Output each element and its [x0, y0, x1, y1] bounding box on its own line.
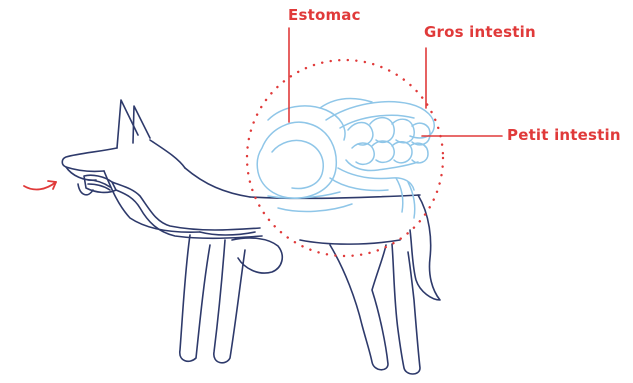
arrow-right-icon	[24, 181, 56, 189]
small-intestine-label: Petit intestin	[507, 126, 621, 144]
stomach-label: Estomac	[288, 6, 361, 24]
leader-lines	[289, 28, 502, 136]
esophagus	[112, 182, 262, 238]
focus-circle	[247, 60, 443, 256]
stomach-organ	[257, 122, 336, 198]
large-intestine-organ	[326, 102, 434, 138]
large-intestine-label: Gros intestin	[424, 23, 536, 41]
organs	[257, 99, 434, 218]
small-intestine-organ	[346, 118, 430, 171]
